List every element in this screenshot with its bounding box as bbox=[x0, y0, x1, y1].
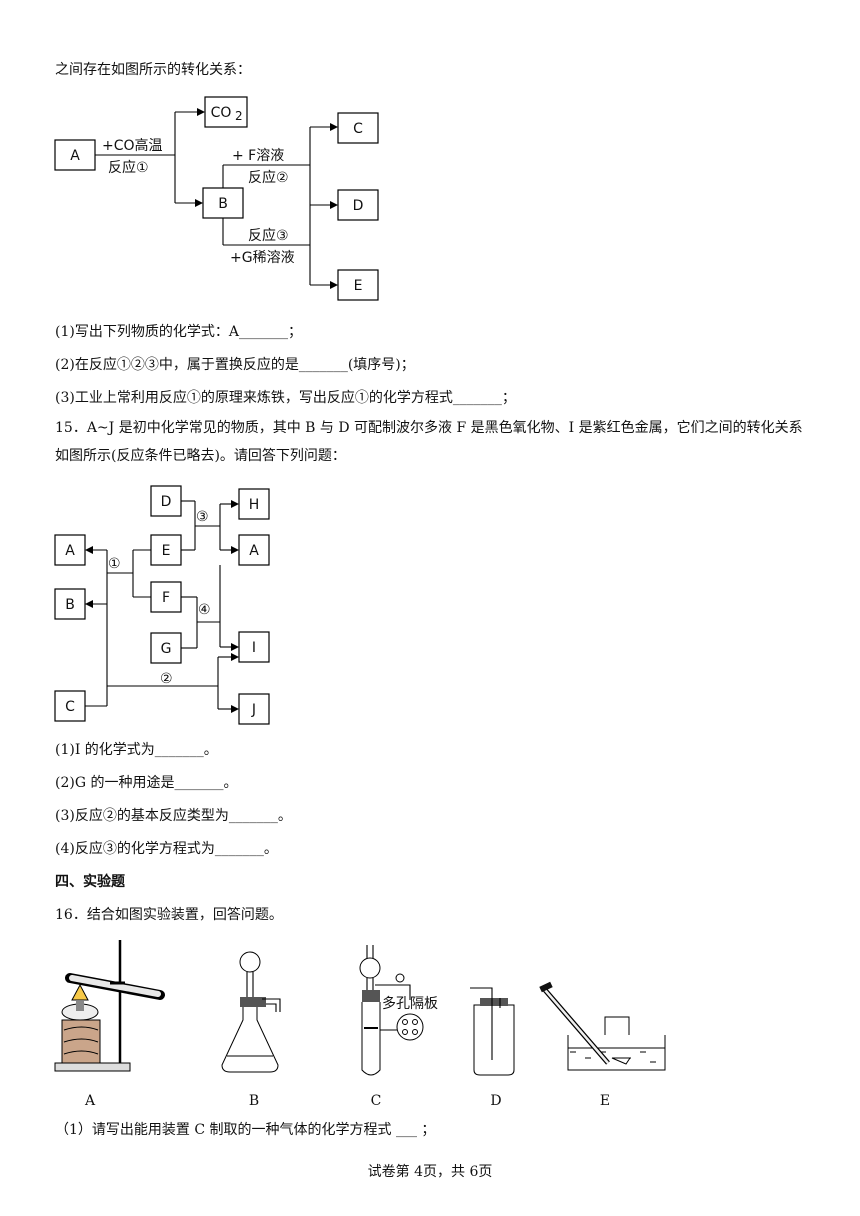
q14-part-1: (1)写出下列物质的化学式：A_______； bbox=[55, 324, 302, 340]
apparatus-c: 多孔隔板 bbox=[359, 945, 438, 1076]
svg-text:J: J bbox=[251, 702, 256, 718]
q16-part-1: （1）请写出能用装置 C 制取的一种气体的化学方程式 ___ ； bbox=[55, 1122, 436, 1138]
svg-text:B: B bbox=[65, 597, 75, 613]
num-4: ④ bbox=[198, 602, 211, 618]
box-a-label: A bbox=[70, 148, 80, 164]
svg-text:A: A bbox=[65, 543, 75, 559]
box-co2 bbox=[204, 96, 248, 128]
apparatus-labels: A B C D E bbox=[84, 1093, 610, 1109]
svg-text:H: H bbox=[249, 497, 260, 513]
q14-part-3: (3)工业上常利用反应①的原理来炼铁，写出反应①的化学方程式_______； bbox=[55, 390, 516, 406]
box-c bbox=[337, 112, 379, 144]
box2-i bbox=[238, 631, 270, 663]
label-g-dilute: +G稀溶液 bbox=[230, 250, 295, 266]
svg-text:F: F bbox=[162, 590, 170, 606]
box-co2-label: CO bbox=[211, 105, 232, 121]
box-b-label: B bbox=[218, 196, 228, 212]
q15-part-3: (3)反应②的基本反应类型为_______。 bbox=[55, 808, 292, 824]
num-1: ① bbox=[108, 556, 121, 572]
box2-j bbox=[238, 693, 270, 725]
label-reaction-3: 反应③ bbox=[248, 227, 289, 244]
svg-text:E: E bbox=[600, 1093, 610, 1109]
svg-text:B: B bbox=[249, 1093, 259, 1109]
box2-h bbox=[238, 488, 270, 520]
page-footer: 试卷第 4页，共 6页 bbox=[367, 1164, 493, 1180]
apparatus-e bbox=[539, 981, 666, 1071]
apparatus-d bbox=[470, 987, 515, 1076]
box2-a-left bbox=[54, 534, 86, 566]
intro-line: 之间存在如图所示的转化关系： bbox=[55, 62, 251, 78]
apparatus-a bbox=[54, 940, 165, 1072]
box2-e bbox=[150, 534, 182, 566]
box-c-label: C bbox=[353, 121, 363, 137]
box-e-label: E bbox=[354, 278, 363, 294]
apparatus-b bbox=[221, 951, 281, 1073]
q15-part-4: (4)反应③的化学方程式为_______。 bbox=[55, 841, 278, 857]
svg-text:G: G bbox=[161, 641, 172, 657]
section-heading: 四、实验题 bbox=[55, 874, 125, 890]
q16-stem: 16．结合如图实验装置，回答问题。 bbox=[55, 907, 283, 923]
label-reaction-1: 反应① bbox=[108, 159, 149, 176]
label-f-solution: + F溶液 bbox=[232, 148, 284, 164]
svg-text:A: A bbox=[249, 543, 259, 559]
svg-text:I: I bbox=[252, 640, 256, 656]
box-co2-subscript: 2 bbox=[235, 109, 243, 123]
q15-part-2: (2)G 的一种用途是_______。 bbox=[55, 775, 238, 791]
box2-d bbox=[150, 485, 182, 517]
svg-text:A: A bbox=[84, 1093, 96, 1109]
svg-text:E: E bbox=[162, 543, 171, 559]
q14-part-2: (2)在反应①②③中，属于置换反应的是_______(填序号)； bbox=[55, 357, 415, 373]
box2-c bbox=[54, 690, 86, 722]
label-reaction-2: 反应② bbox=[248, 169, 289, 186]
svg-text:C: C bbox=[65, 699, 75, 715]
box-d-label: D bbox=[353, 198, 364, 214]
svg-text:D: D bbox=[161, 494, 172, 510]
label-co-high-temp: +CO高温 bbox=[102, 137, 163, 154]
num-3: ③ bbox=[196, 509, 209, 525]
q15-stem: 15．A~J 是初中化学常见的物质，其中 B 与 D 可配制波尔多液 F 是黑色… bbox=[55, 420, 803, 464]
reaction-diagram-2: D H A E A B F G I C J ① bbox=[54, 485, 270, 725]
box-d bbox=[337, 189, 379, 221]
box2-b bbox=[54, 588, 86, 620]
svg-text:C: C bbox=[371, 1093, 382, 1109]
q15-part-1: (1)I 的化学式为_______。 bbox=[55, 742, 218, 758]
porous-plate-label: 多孔隔板 bbox=[382, 995, 438, 1012]
num-2: ② bbox=[160, 671, 173, 687]
svg-text:D: D bbox=[490, 1093, 501, 1109]
